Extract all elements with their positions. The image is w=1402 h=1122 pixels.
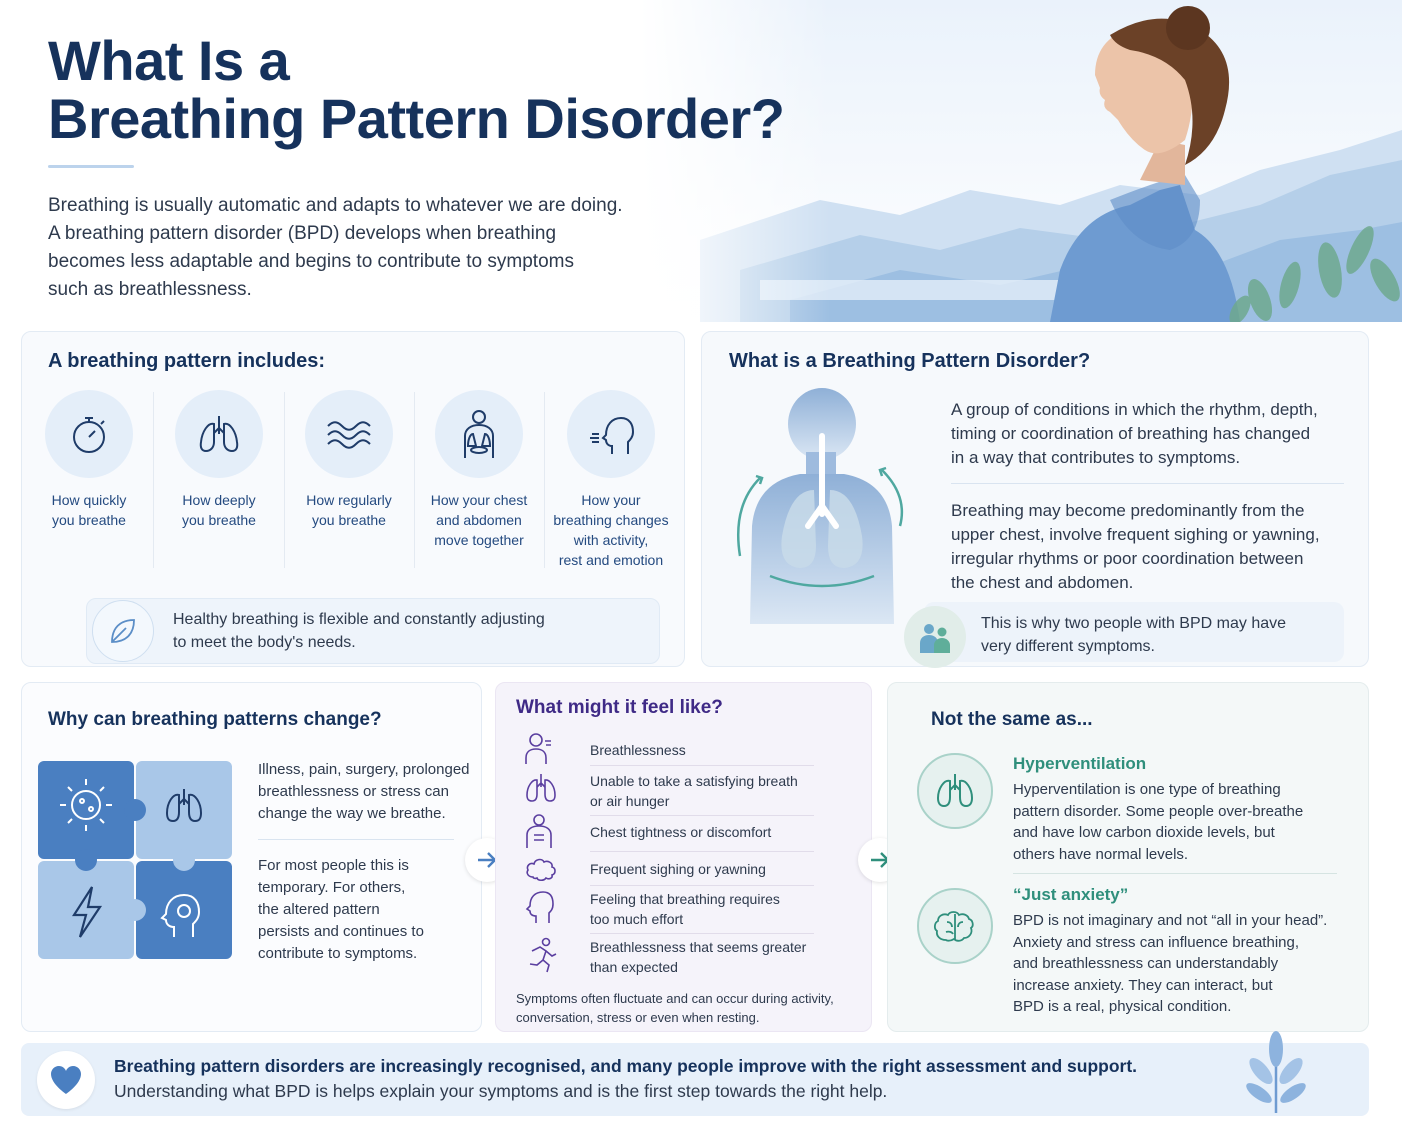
lungs-icon (917, 753, 993, 829)
card-heading: What is a Breathing Pattern Disorder? (729, 350, 1091, 372)
divider (1013, 873, 1337, 874)
lungs-icon (524, 771, 558, 810)
lungs-icon (175, 390, 263, 478)
brain-icon (917, 888, 993, 964)
different-symptoms-callout (924, 602, 1344, 662)
why-change-card: Why can breathing patterns change? (21, 682, 482, 1032)
card-heading: A breathing pattern includes: (48, 350, 326, 372)
virus-icon (60, 779, 112, 831)
two-people-icon (904, 606, 966, 668)
sprout-icon (1243, 1029, 1309, 1120)
symptoms-card: What might it feel like? Breathlessness … (495, 682, 872, 1032)
healthy-breathing-callout (86, 598, 660, 664)
what-is-bpd-card: What is a Breathing Pattern Disorder? A … (701, 331, 1369, 668)
head-effort-icon (524, 889, 554, 930)
sigh-cloud-icon (524, 853, 558, 888)
lungs-icon (165, 789, 203, 823)
divider (951, 483, 1344, 484)
chest-tight-icon (524, 813, 554, 854)
card-heading: What might it feel like? (516, 697, 723, 718)
just-anxiety-title: “Just anxiety” (1013, 885, 1129, 904)
divider (258, 839, 454, 840)
bpd-definition: A group of conditions in which the rhyth… (951, 400, 1318, 467)
intro-paragraph: Breathing is usually automatic and adapt… (48, 195, 623, 300)
hero-illustration (640, 0, 1402, 322)
lightning-icon (71, 886, 103, 938)
puzzle-illustration (38, 761, 232, 964)
heart-icon (37, 1051, 95, 1109)
head-breath-icon (567, 390, 655, 478)
waves-icon (305, 390, 393, 478)
stopwatch-icon (45, 390, 133, 478)
pattern-includes-card: A breathing pattern includes: How quickl… (21, 331, 685, 667)
just-anxiety-text: BPD is not imaginary and not “all in you… (1013, 912, 1328, 1015)
footer-highlight: Breathing pattern disorders are increasi… (114, 1056, 1138, 1076)
person-breathless-icon (524, 731, 554, 770)
bpd-description: Breathing may become predominantly from … (951, 501, 1320, 592)
not-the-same-card: Not the same as... Hyperventilation Hype… (887, 682, 1369, 1032)
card-heading: Not the same as... (931, 709, 1093, 730)
hyperventilation-text: Hyperventilation is one type of breathin… (1013, 781, 1304, 863)
torso-lungs-illustration (730, 386, 910, 629)
symptoms-note: Symptoms often fluctuate and can occur d… (516, 991, 834, 1025)
footer-banner: Breathing pattern disorders are increasi… (21, 1031, 1369, 1116)
torso-icon (435, 390, 523, 478)
footer-text: Understanding what BPD is helps explain … (114, 1081, 888, 1101)
card-heading: Why can breathing patterns change? (48, 709, 382, 730)
leaf-icon (92, 600, 154, 662)
title-underline (48, 165, 134, 168)
page-title: What Is a Breathing Pattern Disorder? (48, 29, 785, 150)
hyperventilation-title: Hyperventilation (1013, 754, 1147, 773)
runner-icon (524, 937, 558, 978)
head-stress-icon (160, 893, 201, 937)
healthy-breathing-text: Healthy breathing is flexible and consta… (173, 611, 545, 651)
different-symptoms-text: This is why two people with BPD may have… (981, 615, 1287, 655)
